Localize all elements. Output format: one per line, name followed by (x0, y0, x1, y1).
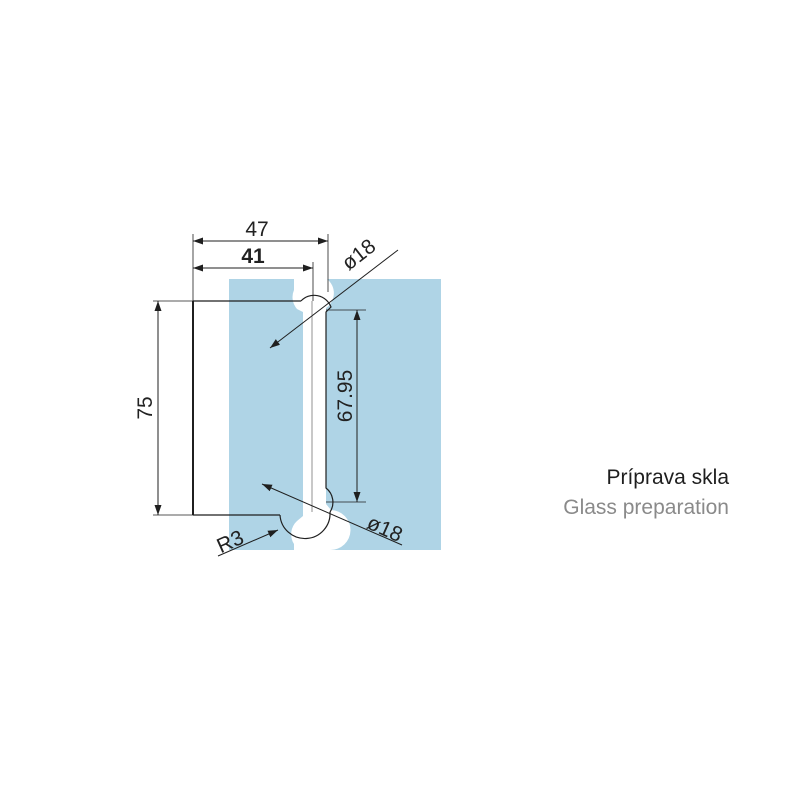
dim-hole-spacing: 67.95 (334, 370, 357, 423)
dimension-lines (154, 237, 403, 557)
glass-panel (229, 279, 441, 551)
dim-overall-width: 47 (245, 218, 268, 241)
dim-line-bottom-hole (261, 483, 403, 546)
dim-height: 75 (134, 396, 157, 419)
caption-title: Príprava skla (606, 466, 729, 489)
dim-cutout-width: 41 (241, 245, 265, 268)
dim-line-r3 (217, 529, 279, 557)
dim-line-top-hole (269, 249, 399, 349)
caption-subtitle: Glass preparation (563, 496, 729, 519)
